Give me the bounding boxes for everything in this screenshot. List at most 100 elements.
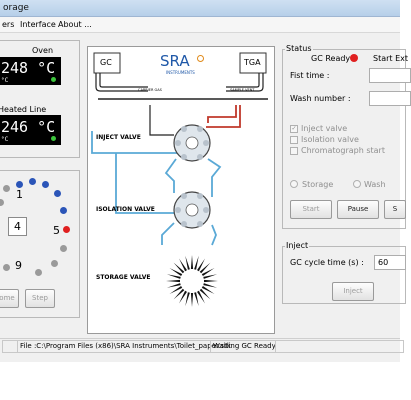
isolation-valve-checkbox[interactable] [290, 136, 298, 144]
gc-line-1 [95, 73, 148, 92]
start-ext-label: Start Ext [373, 54, 409, 63]
red-vent-line-1 [207, 105, 237, 123]
inject-valve-port [197, 154, 203, 160]
step-button[interactable]: Step [25, 289, 55, 308]
isolation-valve-port [175, 207, 181, 213]
inject-valve-checkbox-label: Inject valve [301, 124, 348, 133]
carousel-position [16, 181, 23, 188]
status-group-label: Status [285, 44, 313, 53]
storage-valve-petal [173, 288, 185, 300]
oven-label: Oven [32, 46, 54, 55]
heated-line-label: Heated Line [0, 105, 47, 114]
gc-ready-indicator [350, 54, 358, 62]
oven-led [51, 77, 56, 82]
carousel-position [42, 181, 49, 188]
carousel-label-9: 9 [15, 259, 22, 272]
inject-valve-port [175, 140, 181, 146]
status-bar-cell [2, 340, 18, 353]
logo-mark-icon [197, 55, 204, 62]
carousel-panel: 1 4 5 9 ome Step [0, 170, 80, 318]
storage-valve-petal [179, 258, 187, 272]
menu-item-parameters[interactable]: ers [2, 20, 15, 29]
storage-radio-label: Storage [302, 180, 334, 189]
wash-number-label: Wash number : [290, 94, 351, 103]
inject-valve-port [203, 140, 209, 146]
status-bar: File :C:\Program Files (x86)\SRA Instrum… [0, 338, 404, 353]
carousel-current-box: 4 [8, 217, 27, 236]
blue-pipe-2 [115, 153, 178, 214]
inject-valve-checkbox[interactable]: ✓ [290, 125, 298, 133]
gc-cycle-time-label: GC cycle time (s) : [290, 258, 364, 267]
carousel-position [0, 199, 4, 206]
first-time-label: Fist time : [290, 71, 330, 80]
file-path-status: File :C:\Program Files (x86)\SRA Instrum… [17, 340, 231, 353]
inject-valve-port [197, 126, 203, 132]
storage-valve-petal [190, 293, 194, 307]
menu-bar: ers Interface About ... [0, 17, 400, 33]
isolation-valve-label: ISOLATION VALVE [96, 206, 155, 213]
storage-valve-graphic [166, 255, 218, 307]
carrier-gas-label: CARRIER GAS [138, 88, 162, 92]
blue-pipe-1 [91, 131, 178, 154]
first-time-field[interactable] [369, 68, 411, 83]
storage-radio[interactable] [290, 180, 298, 188]
oven-value: 248 °C [1, 59, 56, 77]
storage-valve-petal [203, 283, 218, 288]
chromatograph-start-checkbox-label: Chromatograph start [301, 146, 385, 155]
blue-pipe-3 [164, 158, 177, 193]
menu-item-interface[interactable]: Interface [20, 20, 56, 29]
gc-cycle-time-field[interactable]: 60 [374, 255, 406, 270]
storage-valve-petal [185, 255, 190, 270]
stop-button[interactable]: S [384, 200, 406, 219]
storage-valve-center [181, 270, 203, 292]
oven-display: 248 °C °C [0, 57, 61, 85]
isolation-valve-port [181, 221, 187, 227]
heated-line-display: 246 °C °C [0, 115, 61, 145]
diagram-svg [91, 52, 268, 307]
blue-pipe-6 [211, 224, 217, 246]
sample-vent-label: SAMPLE VENT [230, 88, 255, 92]
start-button[interactable]: Start [290, 200, 332, 219]
status-bar-cell [275, 340, 404, 353]
storage-valve-petal [169, 268, 183, 276]
storage-valve-petal [194, 255, 199, 270]
valve-diagram: GC TGA SRA INSTRUMENTS CARRIER GAS SAMPL… [87, 46, 275, 334]
inject-valve-port [181, 126, 187, 132]
storage-valve-petal [185, 292, 190, 307]
chromatograph-start-checkbox[interactable] [290, 147, 298, 155]
carousel-label-5: 5 [53, 224, 60, 237]
gc-box [93, 52, 121, 74]
isolation-valve-port [197, 193, 203, 199]
tga-line-1 [226, 73, 264, 92]
gc-ready-label: GC Ready [311, 54, 351, 63]
wash-number-field[interactable] [369, 91, 411, 106]
gc-line-2 [99, 73, 148, 88]
logo-text: SRA [160, 52, 190, 70]
carousel-position [60, 245, 67, 252]
gc-cycle-time-value: 60 [378, 258, 389, 267]
heated-line-value: 246 °C [1, 118, 56, 136]
storage-valve-petal [197, 258, 205, 272]
menu-item-about[interactable]: About ... [58, 20, 92, 29]
storage-valve-petal [203, 274, 218, 279]
title-bar: orage [0, 0, 400, 17]
wash-radio-label: Wash [364, 180, 386, 189]
storage-valve-petal [197, 290, 205, 304]
inject-valve-port [181, 154, 187, 160]
inject-group-label: Inject [285, 241, 310, 250]
home-button[interactable]: ome [0, 289, 19, 308]
inject-button[interactable]: Inject [332, 282, 374, 301]
carousel-label-1: 1 [16, 188, 23, 201]
isolation-valve-port [197, 221, 203, 227]
storage-valve-petal [204, 279, 218, 283]
tga-line-2 [226, 73, 260, 88]
isolation-valve-checkbox-label: Isolation valve [301, 135, 359, 144]
carousel-current-position [63, 226, 70, 233]
storage-valve-petal [190, 255, 194, 269]
wash-radio[interactable] [353, 180, 361, 188]
pause-button[interactable]: Pause [337, 200, 379, 219]
storage-valve-petal [199, 288, 211, 300]
storage-valve-petal [166, 274, 181, 279]
inject-valve-center [185, 136, 199, 150]
carousel-position [54, 190, 61, 197]
